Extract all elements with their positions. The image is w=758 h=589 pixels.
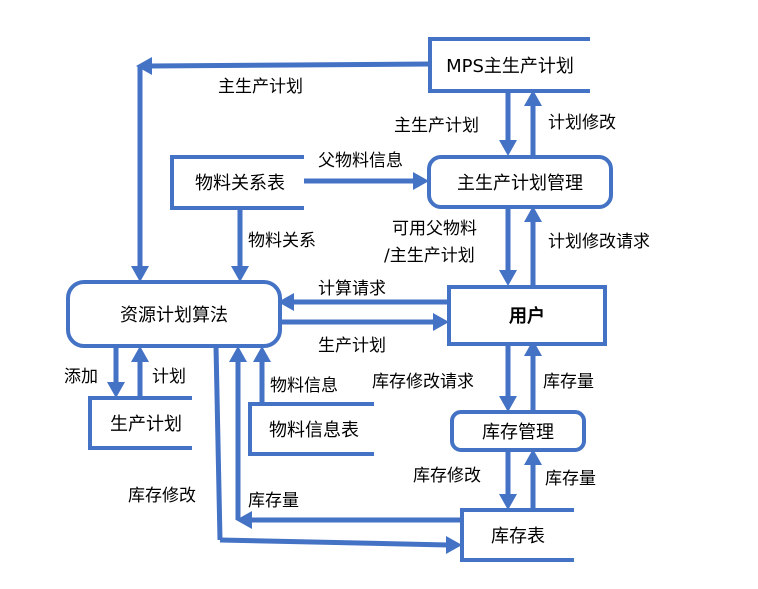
arrow-mps-to-algorithm	[131, 57, 431, 282]
arrow-user-to-mgmt	[524, 206, 542, 287]
node-algorithm-label: 资源计划算法	[120, 305, 228, 326]
label-inv-modify-request: 库存修改请求	[372, 372, 474, 392]
node-item-table-label: 物料信息表	[269, 420, 359, 441]
label-available-parent: 可用父物料	[392, 219, 477, 239]
arrow-user-to-algorithm	[278, 293, 449, 311]
node-bom-table: 物料关系表	[170, 155, 304, 210]
label-inv-qty-up: 库存量	[543, 372, 594, 392]
node-user: 用户	[447, 285, 607, 346]
arrow-bom-to-algorithm	[231, 207, 249, 282]
arrow-user-to-invmgmt	[499, 344, 517, 412]
node-inv-mgmt: 库存管理	[450, 410, 586, 452]
arrow-bom-to-mgmt	[304, 172, 429, 190]
arrow-mgmt-to-user	[499, 206, 517, 286]
label-item-info: 物料信息	[270, 376, 338, 396]
arrow-mgmt-to-mps	[524, 90, 542, 157]
label-bom-relation: 物料关系	[248, 231, 316, 251]
arrow-algorithm-to-prodplan	[107, 346, 125, 398]
arrow-invmgmt-to-invtable	[499, 450, 517, 510]
node-mps-mgmt: 主生产计划管理	[427, 155, 613, 209]
label-plan-modify: 计划修改	[548, 113, 616, 133]
label-plan-modify-request: 计划修改请求	[548, 232, 650, 252]
node-item-table: 物料信息表	[248, 402, 374, 456]
node-prod-plan-label: 生产计划	[110, 414, 182, 435]
node-mps-mgmt-label: 主生产计划管理	[457, 173, 583, 194]
label-mps-down: 主生产计划	[394, 116, 479, 136]
arrow-invmgmt-to-user	[524, 340, 542, 412]
label-inv-qty-up2: 库存量	[545, 469, 596, 489]
label-mps-to-algorithm: 主生产计划	[218, 77, 303, 97]
node-inv-table-label: 库存表	[491, 526, 545, 547]
label-add: 添加	[64, 367, 98, 387]
node-mps-label: MPS主生产计划	[446, 56, 574, 77]
label-parent-info: 父物料信息	[318, 151, 403, 171]
label-inv-qty-left: 库存量	[248, 491, 299, 511]
arrow-invtable-to-algorithm	[229, 346, 462, 529]
node-user-label: 用户	[509, 305, 545, 327]
label-plan: 计划	[152, 367, 186, 387]
node-prod-plan: 生产计划	[88, 396, 192, 450]
node-inv-mgmt-label: 库存管理	[482, 422, 554, 443]
label-prod-plan-out: 生产计划	[318, 336, 386, 356]
node-bom-table-label: 物料关系表	[195, 173, 285, 194]
arrow-prodplan-to-algorithm	[131, 346, 149, 398]
node-mps: MPS主生产计划	[428, 37, 590, 93]
arrow-invtable-to-invmgmt	[524, 449, 542, 510]
arrow-mps-to-mgmt	[499, 90, 517, 156]
arrow-algorithm-to-user	[280, 313, 449, 331]
node-algorithm: 资源计划算法	[66, 280, 282, 348]
label-mps-slash: /主生产计划	[384, 246, 475, 266]
node-inv-table: 库存表	[460, 508, 574, 562]
label-inv-modify-left: 库存修改	[128, 486, 196, 506]
label-inv-modify-down: 库存修改	[413, 466, 481, 486]
arrow-algorithm-to-invtable	[213, 345, 462, 554]
label-calc-request: 计算请求	[318, 279, 386, 299]
